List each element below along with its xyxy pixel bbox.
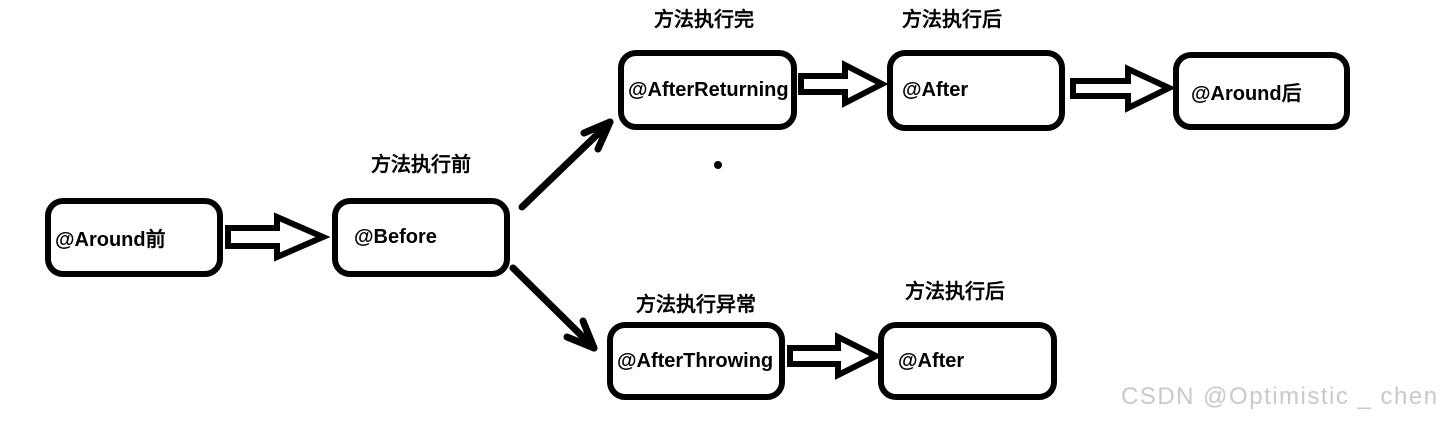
stray-dot [714,161,722,169]
line-arrow-before-to-throwing [509,264,598,352]
csdn-watermark: CSDN @Optimistic _ chen [1121,383,1439,410]
node-around-front: @Around前 [45,198,223,277]
caption-after-top: 方法执行后 [902,9,1002,31]
node-after-bottom: @After [878,322,1057,400]
block-arrow-around-to-before [225,212,331,262]
caption-after-returning: 方法执行完 [654,9,754,31]
caption-before: 方法执行前 [371,154,471,176]
block-arrow-after-to-around-back [1070,64,1176,113]
node-after-top: @After [887,50,1065,131]
block-arrow-returning-to-after [798,60,889,108]
line-arrow-before-to-returning [518,118,614,211]
node-after-returning: @AfterReturning [618,50,797,130]
caption-after-bottom: 方法执行后 [905,281,1005,303]
node-before: @Before [332,198,510,277]
node-around-back: @Around后 [1173,52,1350,130]
caption-after-throwing: 方法执行异常 [636,294,756,316]
block-arrow-throwing-to-after [787,332,883,380]
node-after-throwing: @AfterThrowing [607,322,785,400]
